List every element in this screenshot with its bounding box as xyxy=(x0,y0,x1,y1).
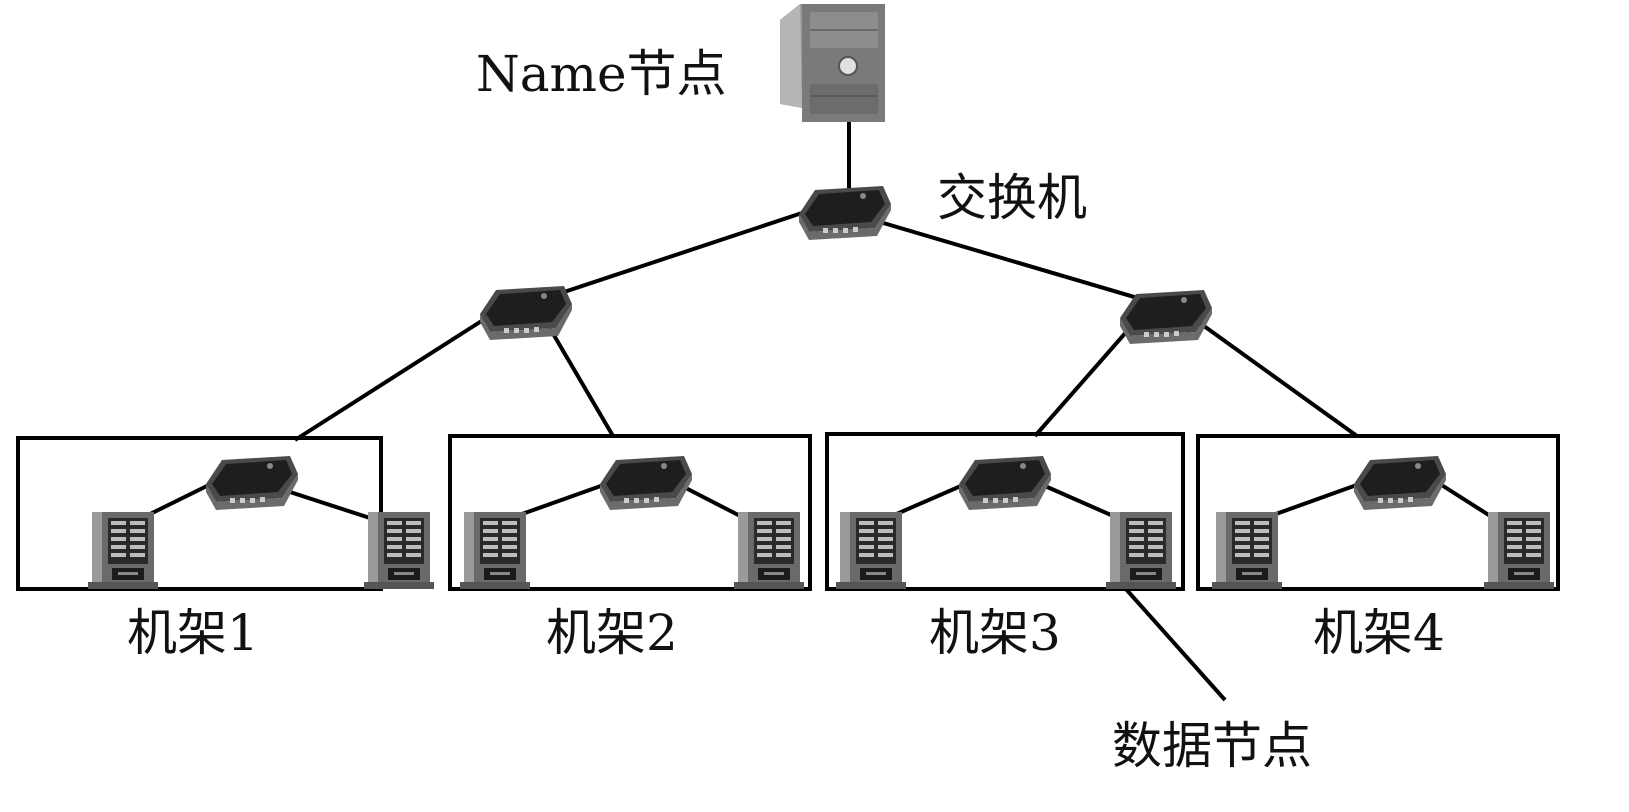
link-core-left xyxy=(557,210,806,296)
data-node-pointer xyxy=(1123,586,1227,702)
rack-label: 机架2 xyxy=(546,604,678,662)
aggregation-switch-right-icon xyxy=(1120,290,1212,344)
link-rack4-s1 xyxy=(1261,480,1366,521)
link-right-rack3 xyxy=(1033,320,1137,438)
link-core-right xyxy=(879,220,1159,306)
name-node-label: Name节点 xyxy=(476,45,727,103)
rack-2 xyxy=(448,434,812,591)
link-rack2-s2 xyxy=(677,482,747,521)
rack-frame xyxy=(448,434,812,591)
rack-frame xyxy=(825,432,1185,591)
aggregation-switch-left-icon xyxy=(480,286,572,340)
rack-label: 机架3 xyxy=(929,604,1061,662)
switch-label: 交换机 xyxy=(937,169,1087,227)
rack-switch-icon xyxy=(959,456,1051,510)
rack-3 xyxy=(825,432,1185,591)
rack-4 xyxy=(1196,434,1560,591)
link-rack3-s2 xyxy=(1044,484,1121,521)
rack-frame xyxy=(1196,434,1560,591)
core-switch-icon xyxy=(799,186,891,240)
rack-label: 机架4 xyxy=(1313,604,1445,662)
data-node-server-icon xyxy=(364,512,434,589)
data-node-server-icon xyxy=(734,512,804,589)
data-node-server-icon xyxy=(88,512,158,589)
network-links xyxy=(139,122,1497,702)
rack-frame xyxy=(16,436,383,591)
rack-label: 机架1 xyxy=(127,604,259,662)
data-node-server-icon xyxy=(1106,512,1176,589)
rack-1 xyxy=(16,436,434,591)
data-node-server-icon xyxy=(1484,512,1554,589)
link-rack1-s2 xyxy=(289,490,374,521)
rack-switch-icon xyxy=(206,456,298,510)
link-left-rack1 xyxy=(293,304,507,442)
data-node-server-icon xyxy=(460,512,530,589)
link-left-rack2 xyxy=(543,318,615,438)
name-node-server-icon xyxy=(780,4,885,122)
rack-switch-icon xyxy=(600,456,692,510)
rack-switch-icon xyxy=(1354,456,1446,510)
data-node-server-icon xyxy=(1212,512,1282,589)
data-node-server-icon xyxy=(836,512,906,589)
link-right-rack4 xyxy=(1188,314,1359,438)
link-rack4-s2 xyxy=(1438,482,1497,521)
data-node-label: 数据节点 xyxy=(1112,717,1312,775)
